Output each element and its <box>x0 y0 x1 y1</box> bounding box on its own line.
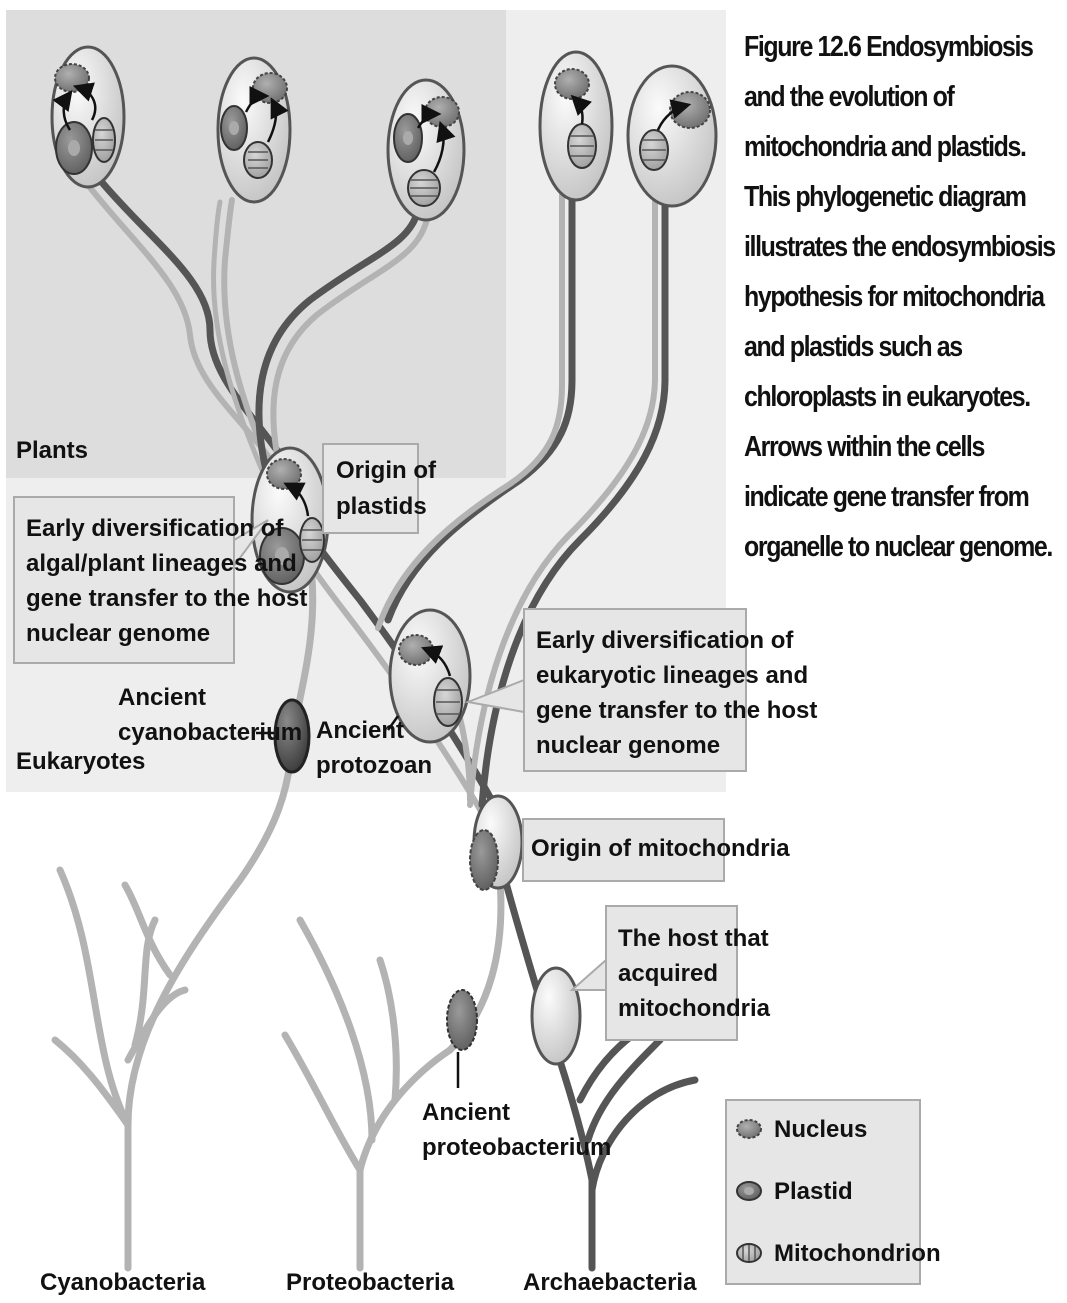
callout-text: Early diversification of <box>26 515 284 542</box>
callout-text: acquired <box>618 960 718 987</box>
callout-origin-mitochondria: Origin of mitochondria <box>522 818 790 882</box>
cell-plant-2 <box>216 56 292 204</box>
label-text: protozoan <box>316 752 432 779</box>
callout-host: The host that acquired mitochondria <box>569 905 771 1041</box>
nucleus-icon <box>266 458 302 490</box>
nucleus-icon <box>554 68 590 100</box>
label-text: proteobacterium <box>422 1134 611 1161</box>
root-label-cyanobacteria: Cyanobacteria <box>40 1269 206 1296</box>
callout-text: The host that <box>618 925 769 952</box>
callout-text: nuclear genome <box>536 732 720 759</box>
callout-text: nuclear genome <box>26 620 210 647</box>
caption-line: mitochondria and plastids. <box>744 131 1027 163</box>
host-cell <box>530 966 582 1066</box>
cell-eukaryote-2 <box>626 64 718 208</box>
nucleus-icon <box>398 634 434 666</box>
nucleus-icon <box>252 72 288 104</box>
caption-line: Arrows within the cells <box>744 431 985 463</box>
root-label-proteobacteria: Proteobacteria <box>286 1269 455 1296</box>
caption-line: This phylogenetic diagram <box>744 181 1027 213</box>
label-text: Ancient <box>118 684 206 711</box>
caption-line: indicate gene transfer from <box>744 481 1030 513</box>
region-label-eukaryotes: Eukaryotes <box>16 748 145 775</box>
label-text: Ancient <box>316 717 404 744</box>
caption-line: and the evolution of <box>744 81 955 113</box>
caption-line: and plastids such as <box>744 331 963 363</box>
label-ancient-cyanobacterium: Ancient cyanobacterium <box>118 684 302 746</box>
label-ancient-proteobacterium: Ancient proteobacterium <box>422 1052 611 1161</box>
legend: Nucleus Plastid Mitochondrion <box>725 1099 941 1285</box>
callout-text: algal/plant lineages and <box>26 550 297 577</box>
figure-caption: Figure 12.6 Endosymbiosis and the evolut… <box>744 22 1062 572</box>
legend-label: Plastid <box>774 1178 853 1205</box>
cell-eukaryote-1 <box>538 50 614 202</box>
legend-label: Nucleus <box>774 1116 867 1143</box>
legend-label: Mitochondrion <box>774 1240 941 1267</box>
callout-text: plastids <box>336 493 427 520</box>
label-text: Ancient <box>422 1099 510 1126</box>
caption-line: illustrates the endosymbiosis <box>744 231 1056 263</box>
label-text: cyanobacterium <box>118 719 302 746</box>
callout-text: mitochondria <box>618 995 771 1022</box>
callout-text: gene transfer to the host <box>536 697 817 724</box>
ancient-cyanobacterium-cell <box>273 698 311 774</box>
caption-line: Figure 12.6 Endosymbiosis <box>744 31 1034 63</box>
callout-text: eukaryotic lineages and <box>536 662 808 689</box>
caption-line: organelle to nuclear genome. <box>744 531 1053 563</box>
callout-text: gene transfer to the host <box>26 585 307 612</box>
label-ancient-protozoan: Ancient protozoan <box>316 715 432 779</box>
nucleus-icon <box>424 96 460 128</box>
callout-algal-diversification: Early diversification of algal/plant lin… <box>13 496 307 664</box>
cell-plant-1 <box>50 45 126 189</box>
region-label-plants: Plants <box>16 437 88 464</box>
root-label-archaebacteria: Archaebacteria <box>523 1269 697 1296</box>
ancient-proteobacterium-cell <box>446 989 478 1051</box>
cell-plant-3 <box>386 78 466 222</box>
caption-line: chloroplasts in eukaryotes. <box>744 381 1031 413</box>
callout-text: Origin of mitochondria <box>531 835 790 862</box>
callout-eukaryotic-diversification: Early diversification of eukaryotic line… <box>464 608 817 772</box>
caption-line: hypothesis for mitochondria <box>744 281 1045 313</box>
callout-origin-plastids: Origin of plastids <box>322 443 437 534</box>
cell-eukaryotic-diversification <box>388 608 472 744</box>
cell-origin-plastids <box>250 446 330 594</box>
callout-text: Origin of <box>336 457 437 484</box>
nucleus-icon <box>54 63 90 93</box>
nucleus-icon <box>736 1119 762 1139</box>
callout-text: Early diversification of <box>536 627 794 654</box>
